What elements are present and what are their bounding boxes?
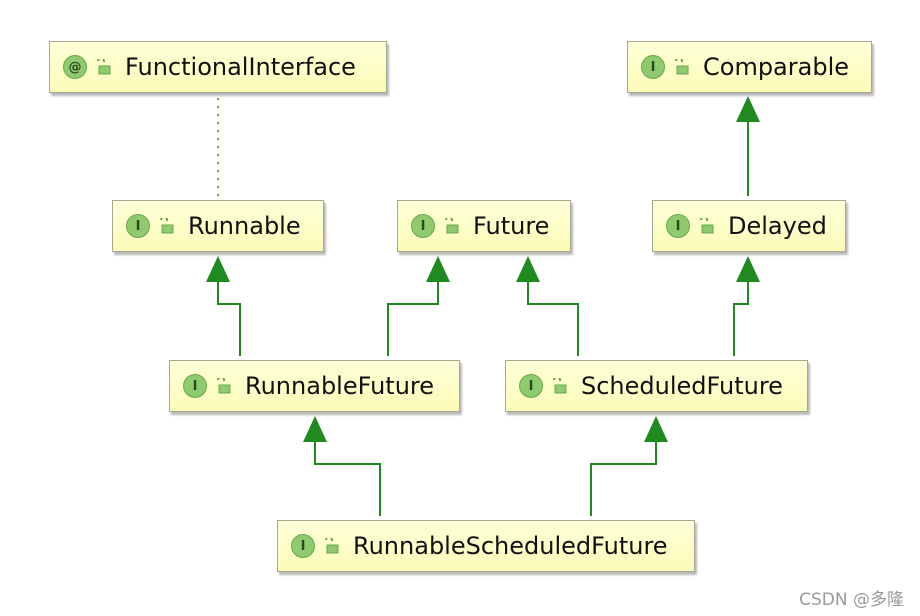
interface-badge-icon: I — [183, 374, 207, 398]
interface-badge-icon: I — [519, 374, 543, 398]
interface-badge-icon: I — [641, 55, 665, 79]
node-label: ScheduledFuture — [581, 372, 783, 400]
public-lock-icon — [325, 538, 339, 554]
node-functional-interface[interactable]: @ FunctionalInterface — [49, 41, 387, 93]
interface-badge-icon: I — [126, 214, 150, 238]
node-runnable-scheduled-future[interactable]: I RunnableScheduledFuture — [277, 520, 695, 572]
node-runnable-future[interactable]: I RunnableFuture — [169, 360, 460, 412]
public-lock-icon — [445, 218, 459, 234]
interface-badge-icon: I — [291, 534, 315, 558]
edge-runnable-scheduled-future-to-runnable-future — [314, 440, 381, 516]
node-comparable[interactable]: I Comparable — [627, 41, 872, 93]
public-lock-icon — [675, 59, 689, 75]
arrowhead-runnable — [206, 256, 230, 282]
edge-runnable-future-to-future — [387, 280, 439, 356]
node-future[interactable]: I Future — [397, 200, 571, 252]
public-lock-icon — [160, 218, 174, 234]
node-label: Comparable — [703, 53, 850, 81]
interface-badge-icon: I — [666, 214, 690, 238]
node-label: RunnableScheduledFuture — [353, 532, 668, 560]
node-label: Runnable — [188, 212, 301, 240]
node-label: FunctionalInterface — [125, 53, 356, 81]
annotation-badge-icon: @ — [63, 55, 87, 79]
arrowhead-runnable-future — [303, 416, 327, 442]
node-scheduled-future[interactable]: I ScheduledFuture — [505, 360, 808, 412]
arrowhead-scheduled-future — [644, 416, 668, 442]
arrowhead-future-left — [426, 256, 450, 282]
edge-runnable-scheduled-future-to-scheduled-future — [590, 440, 657, 516]
node-delayed[interactable]: I Delayed — [652, 200, 846, 252]
arrowhead-comparable — [736, 96, 760, 122]
edge-scheduled-future-to-future — [527, 280, 579, 356]
node-label: Delayed — [728, 212, 827, 240]
public-lock-icon — [700, 218, 714, 234]
public-lock-icon — [217, 378, 231, 394]
node-runnable[interactable]: I Runnable — [112, 200, 324, 252]
public-lock-icon — [553, 378, 567, 394]
edge-scheduled-future-to-delayed — [733, 280, 749, 356]
node-label: Future — [473, 212, 550, 240]
watermark: CSDN @多隆 — [799, 590, 904, 610]
interface-badge-icon: I — [411, 214, 435, 238]
arrowhead-delayed — [736, 256, 760, 282]
edge-runnable-future-to-runnable — [217, 280, 241, 356]
arrowhead-future-right — [516, 256, 540, 282]
public-lock-icon — [97, 59, 111, 75]
node-label: RunnableFuture — [245, 372, 435, 400]
